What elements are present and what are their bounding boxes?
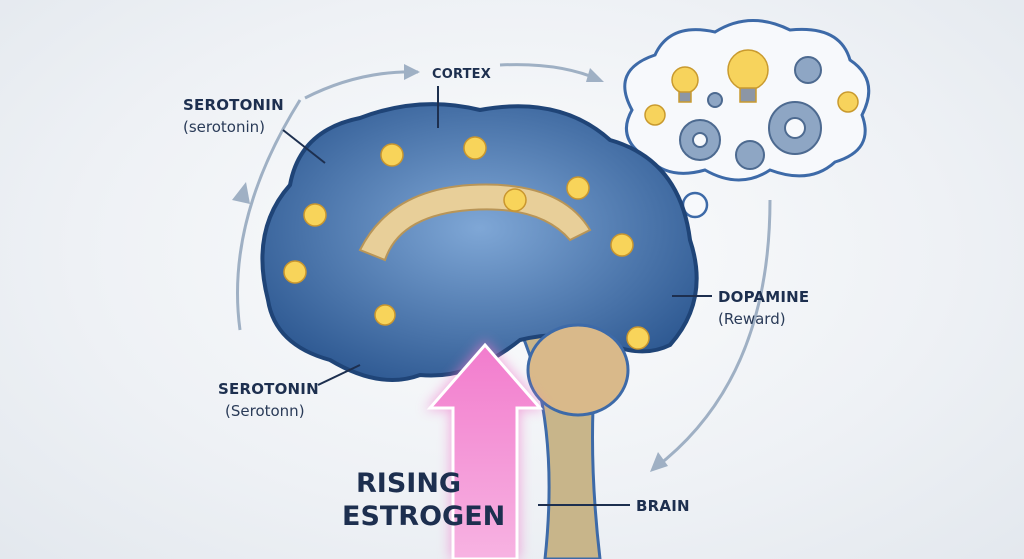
top-cycle-arrow <box>304 70 419 100</box>
serotonin-bottom-label: SEROTONIN <box>218 380 319 398</box>
rising-label: RISING <box>356 468 462 499</box>
cerebrum <box>260 102 699 382</box>
lightbulb-icon <box>644 49 859 126</box>
brain-label: BRAIN <box>636 497 690 515</box>
serotonin-top-sublabel: (serotonin) <box>183 118 266 136</box>
cortex-label: CORTEX <box>432 67 491 82</box>
serotonin-top-label: SEROTONIN <box>183 96 284 114</box>
rising-arrow <box>426 342 544 559</box>
left-cycle-arrow <box>236 99 302 331</box>
right-cycle-arrow <box>654 199 772 470</box>
top-right-cycle-arrow <box>499 63 601 82</box>
cycle-arrows <box>232 63 772 472</box>
dopamine-sublabel: (Reward) <box>718 310 786 328</box>
smiley-neurons <box>283 136 650 350</box>
dopamine-label: DOPAMINE <box>718 288 810 306</box>
leader-lines <box>282 86 712 506</box>
thought-bubble <box>623 19 871 235</box>
serotonin-bottom-sublabel: (Serotonn) <box>225 402 305 420</box>
gear-icon <box>679 56 822 170</box>
corpus-callosum <box>358 183 592 262</box>
estrogen-label: ESTROGEN <box>342 501 506 532</box>
cerebellum <box>526 323 630 417</box>
